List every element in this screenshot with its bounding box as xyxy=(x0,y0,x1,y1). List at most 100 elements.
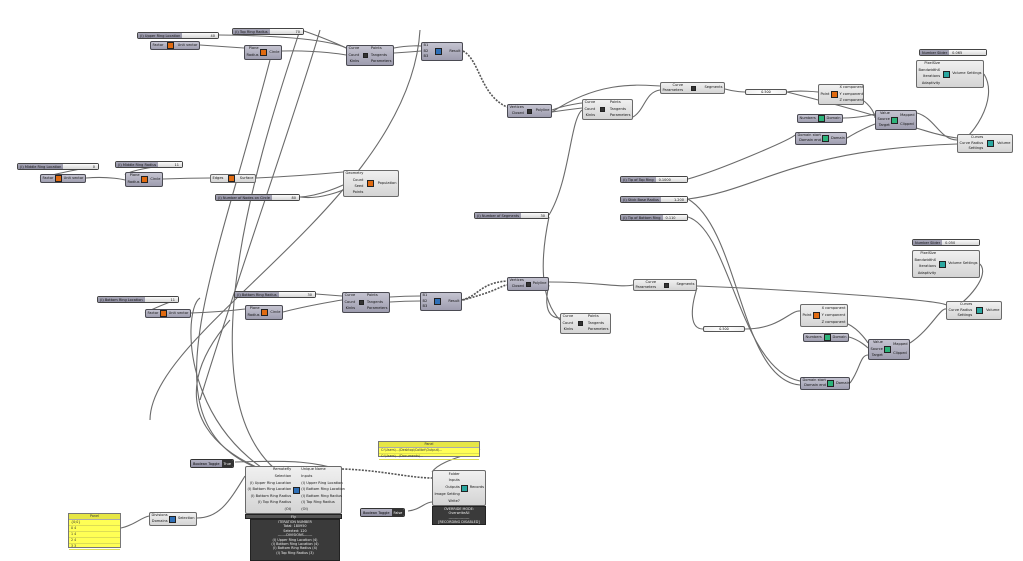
output-param[interactable]: Circle xyxy=(150,176,161,181)
toggle-value[interactable]: False xyxy=(391,509,405,516)
slider-value[interactable]: 0.1000 xyxy=(655,177,687,182)
output-param[interactable]: Records xyxy=(469,485,485,490)
slider-value[interactable]: 1.200 xyxy=(660,197,687,202)
input-param[interactable]: Curve xyxy=(348,46,360,51)
input-param[interactable]: Image Setting xyxy=(434,491,460,496)
input-param[interactable]: Target xyxy=(871,353,883,358)
input-param[interactable]: Target xyxy=(878,123,890,128)
output-param[interactable]: (OI) xyxy=(301,506,308,511)
slider-value[interactable]: 70 xyxy=(269,29,303,34)
slider-value[interactable]: 0 xyxy=(63,164,98,169)
input-param[interactable]: Curves xyxy=(970,135,984,140)
input-param[interactable]: Count xyxy=(352,177,364,182)
output-param[interactable]: (I) Bottom Ring Location xyxy=(301,487,345,492)
output-param[interactable]: Unit vector xyxy=(168,310,189,315)
input-param[interactable]: Closed xyxy=(511,284,524,289)
slider-value[interactable]: 40 xyxy=(182,33,218,38)
output-param[interactable]: Points xyxy=(609,100,621,105)
output-param[interactable]: Mapped xyxy=(893,341,908,346)
output-param[interactable]: Points xyxy=(370,46,382,51)
output-param[interactable]: Domain xyxy=(826,115,841,120)
input-param[interactable]: Radius xyxy=(247,312,260,317)
output-param[interactable]: Points xyxy=(587,314,599,319)
range-widget-bot[interactable]: 0.500 xyxy=(703,326,745,332)
input-param[interactable]: Kinks xyxy=(349,59,360,64)
input-param[interactable]: Selection xyxy=(274,474,292,479)
input-param[interactable]: Factor xyxy=(152,42,164,47)
input-param[interactable]: Parameters xyxy=(662,87,684,92)
input-param[interactable]: B1 xyxy=(422,293,428,298)
input-param[interactable]: Kinks xyxy=(563,327,574,332)
component-bounds-bot[interactable]: Numbers Domain xyxy=(803,333,849,342)
output-param[interactable]: Domain xyxy=(830,135,845,140)
input-param[interactable]: Closed xyxy=(511,111,524,116)
slider-value[interactable]: 30 xyxy=(278,292,315,297)
input-param[interactable]: Radius xyxy=(246,52,259,57)
output-param[interactable]: Y component xyxy=(839,91,864,96)
fly-bar[interactable]: Fly xyxy=(245,514,342,519)
output-param[interactable]: Polyline xyxy=(535,108,550,113)
input-param[interactable]: Geometry xyxy=(345,171,364,176)
input-param[interactable]: Iterations xyxy=(922,74,941,79)
output-param[interactable]: Volume xyxy=(986,307,1000,312)
output-param[interactable]: Circle xyxy=(269,49,280,54)
input-param[interactable]: Divisions xyxy=(151,513,168,518)
input-param[interactable]: BandwidthX xyxy=(918,67,941,72)
input-param[interactable]: Numbers xyxy=(805,334,822,339)
input-param[interactable]: PixelSize xyxy=(920,251,937,256)
output-param[interactable]: Parameters xyxy=(370,59,392,64)
input-param[interactable]: Write? xyxy=(448,498,460,503)
input-param[interactable]: Settings xyxy=(957,313,973,318)
input-param[interactable]: (OI) xyxy=(284,506,292,511)
output-param[interactable]: Domain xyxy=(832,334,847,339)
output-param[interactable]: Selection xyxy=(177,516,195,521)
input-param[interactable]: Curve xyxy=(645,279,657,284)
output-param[interactable]: Result xyxy=(448,298,460,303)
input-param[interactable]: Value xyxy=(879,111,890,116)
input-param[interactable]: Curve Radius xyxy=(959,140,984,145)
slider-value[interactable]: 0.110 xyxy=(662,215,687,220)
input-param[interactable]: B2 xyxy=(423,48,429,53)
input-param[interactable]: Adaptivity xyxy=(921,80,941,85)
input-param[interactable]: Curve xyxy=(562,314,574,319)
range-widget-top[interactable]: 0.500 xyxy=(745,89,787,95)
input-param[interactable]: B3 xyxy=(423,54,429,59)
input-param[interactable]: Inputs xyxy=(448,478,460,483)
output-param[interactable]: Result xyxy=(449,48,461,53)
input-param[interactable]: Plane xyxy=(249,306,260,311)
input-param[interactable]: B3 xyxy=(422,304,428,309)
slider-value[interactable]: 80 xyxy=(271,195,299,200)
input-param[interactable]: Factor xyxy=(42,175,54,180)
output-param[interactable]: Surface xyxy=(239,175,254,180)
input-param[interactable]: Curve xyxy=(672,82,684,87)
input-param[interactable]: Iterations xyxy=(918,264,937,269)
output-param[interactable]: Clipped xyxy=(900,121,914,126)
output-param[interactable]: Parameters xyxy=(587,327,609,332)
input-param[interactable]: Curves xyxy=(959,302,973,307)
input-param[interactable]: Vertices xyxy=(509,278,524,283)
